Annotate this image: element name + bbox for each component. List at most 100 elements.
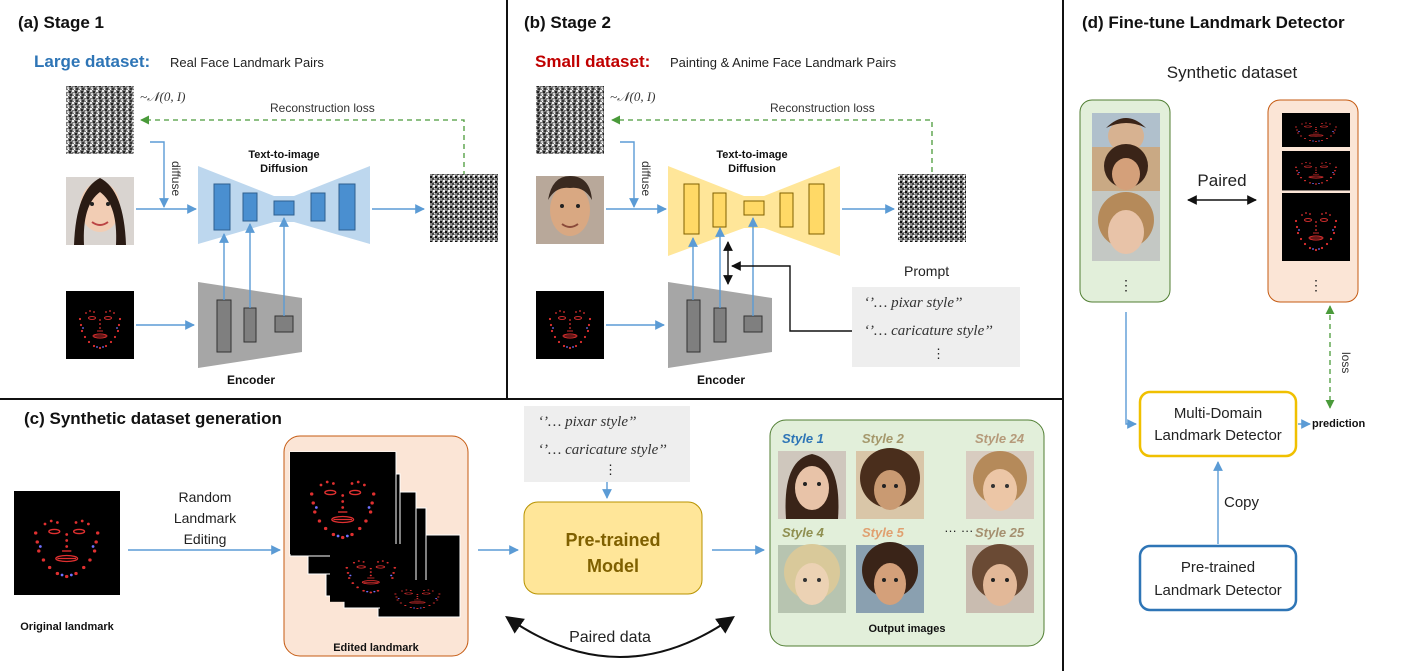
panel-c-title: (c) Synthetic dataset generation	[24, 409, 282, 428]
panel-a-title: (a) Stage 1	[18, 13, 104, 32]
prompt-box-b	[852, 287, 1020, 367]
reconstruction-loss-label-b: Reconstruction loss	[770, 101, 875, 115]
noise-image-b	[536, 86, 604, 154]
output-images-label: Output images	[868, 623, 945, 635]
output-face-style-25	[966, 544, 1034, 613]
landmark-image-a	[65, 290, 135, 360]
unet-title-a-1: Text-to-image	[248, 149, 319, 161]
small-dataset-desc: Painting & Anime Face Landmark Pairs	[670, 55, 897, 70]
large-dataset-desc: Real Face Landmark Pairs	[170, 55, 324, 70]
diffuse-arrow-b	[620, 141, 639, 208]
landmark-image-b	[535, 290, 605, 360]
multi-domain-label-1: Multi-Domain	[1174, 405, 1262, 422]
prediction-label: prediction	[1312, 418, 1365, 430]
unet-block-a4	[310, 192, 326, 222]
pretrained-detector-box	[1138, 544, 1298, 612]
pretrained-model-label-1: Pre-trained	[565, 530, 660, 550]
small-dataset-label: Small dataset:	[535, 52, 650, 71]
large-dataset-label: Large dataset:	[34, 52, 150, 71]
prompt-c-dots: ⋮	[604, 462, 617, 477]
random-editing-label-3: Editing	[184, 531, 227, 547]
style-label-5: Style 5	[862, 525, 905, 540]
style-label-25: Style 25	[975, 525, 1025, 540]
unet-block-a2	[242, 192, 258, 222]
prompt-box-c	[524, 406, 690, 482]
edited-landmark-stack	[289, 451, 461, 618]
unet-block-b4	[779, 192, 794, 228]
prompt-b-dots: ⋮	[932, 346, 945, 361]
output-face-style-5	[856, 542, 924, 613]
paired-data-arrow	[505, 615, 735, 658]
pretrained-model-label-2: Model	[587, 556, 639, 576]
panel-b-title: (b) Stage 2	[524, 13, 611, 32]
copy-label: Copy	[1224, 494, 1260, 511]
output-face-style-24	[966, 451, 1034, 519]
style-label-4: Style 4	[782, 525, 825, 540]
original-landmark-points	[13, 490, 121, 594]
encoder-block-a1	[216, 299, 232, 353]
synthetic-dataset-label: Synthetic dataset	[1167, 63, 1298, 82]
images-to-detector-arrow	[1125, 312, 1137, 429]
pretrained-detector-label-2: Landmark Detector	[1154, 582, 1282, 599]
prompt-b-1: ‘’… pixar style’’	[864, 295, 962, 311]
synthetic-landmark-3	[1281, 192, 1351, 262]
unet-title-b-1: Text-to-image	[716, 149, 787, 161]
reconstruction-loss-arrow-b	[611, 115, 933, 172]
unet-block-b3	[743, 200, 765, 216]
diffuse-label-b: diffuse	[639, 161, 653, 196]
noise-distribution-label-b: ~𝒩(0, I)	[610, 89, 655, 104]
pretrained-detector-label-1: Pre-trained	[1181, 559, 1255, 576]
unet-block-b1	[683, 183, 700, 235]
synthetic-face-3	[1092, 191, 1160, 261]
unet-block-a1	[213, 183, 231, 231]
output-face-style-2	[856, 448, 924, 519]
multi-domain-detector-box	[1138, 390, 1298, 458]
diffuse-label-a: diffuse	[169, 161, 183, 196]
output-noise-b	[898, 174, 966, 242]
prompt-c-2: ‘’… caricature style’’	[538, 442, 667, 458]
encoder-block-b2	[713, 307, 727, 343]
unet-block-a5	[338, 183, 356, 231]
unet-block-a3	[273, 200, 295, 216]
real-face-photo	[66, 177, 134, 245]
unet-block-b2	[712, 192, 727, 228]
edited-landmark-label: Edited landmark	[333, 642, 419, 654]
output-face-style-4	[778, 544, 846, 613]
style-label-2: Style 2	[862, 431, 905, 446]
random-editing-label-2: Landmark	[174, 510, 237, 526]
style-label-24: Style 24	[975, 431, 1025, 446]
encoder-label-b: Encoder	[697, 373, 745, 387]
synthetic-face-2	[1092, 144, 1160, 191]
painting-face	[536, 176, 604, 244]
diffuse-arrow-a	[150, 141, 169, 208]
original-landmark-label: Original landmark	[20, 621, 114, 633]
unet-block-b5	[808, 183, 825, 235]
reconstruction-loss-arrow-a	[140, 115, 465, 176]
paired-label-d: Paired	[1197, 171, 1246, 190]
panel-d-title: (d) Fine-tune Landmark Detector	[1082, 13, 1345, 32]
random-editing-label-1: Random	[179, 489, 232, 505]
noise-image-a	[66, 86, 134, 154]
panel-b-stage2: (b) Stage 2 Small dataset: Painting & An…	[524, 13, 1020, 387]
style-label-1: Style 1	[782, 431, 824, 446]
synthetic-landmark-2	[1281, 150, 1351, 191]
unet-title-a-2: Diffusion	[260, 163, 308, 175]
noise-distribution-label-a: ~𝒩(0, I)	[140, 89, 185, 104]
encoder-block-b1	[686, 299, 701, 353]
encoder-block-b3	[743, 315, 763, 333]
pretrained-model-box	[523, 501, 703, 595]
prompt-c-1: ‘’… pixar style’’	[538, 414, 636, 430]
style-dots: … …	[944, 520, 974, 535]
multi-domain-label-2: Landmark Detector	[1154, 427, 1282, 444]
synthetic-landmark-1	[1281, 112, 1351, 148]
synthetic-dots-left: ⋮	[1119, 277, 1133, 293]
reconstruction-loss-label-a: Reconstruction loss	[270, 101, 375, 115]
paired-data-label: Paired data	[569, 629, 651, 646]
loss-label-d: loss	[1339, 352, 1353, 373]
synthetic-dots-right: ⋮	[1309, 277, 1323, 293]
encoder-label-a: Encoder	[227, 373, 275, 387]
unet-title-b-2: Diffusion	[728, 163, 776, 175]
encoder-block-a2	[243, 307, 257, 343]
panel-a-stage1: (a) Stage 1 Large dataset: Real Face Lan…	[18, 13, 498, 387]
